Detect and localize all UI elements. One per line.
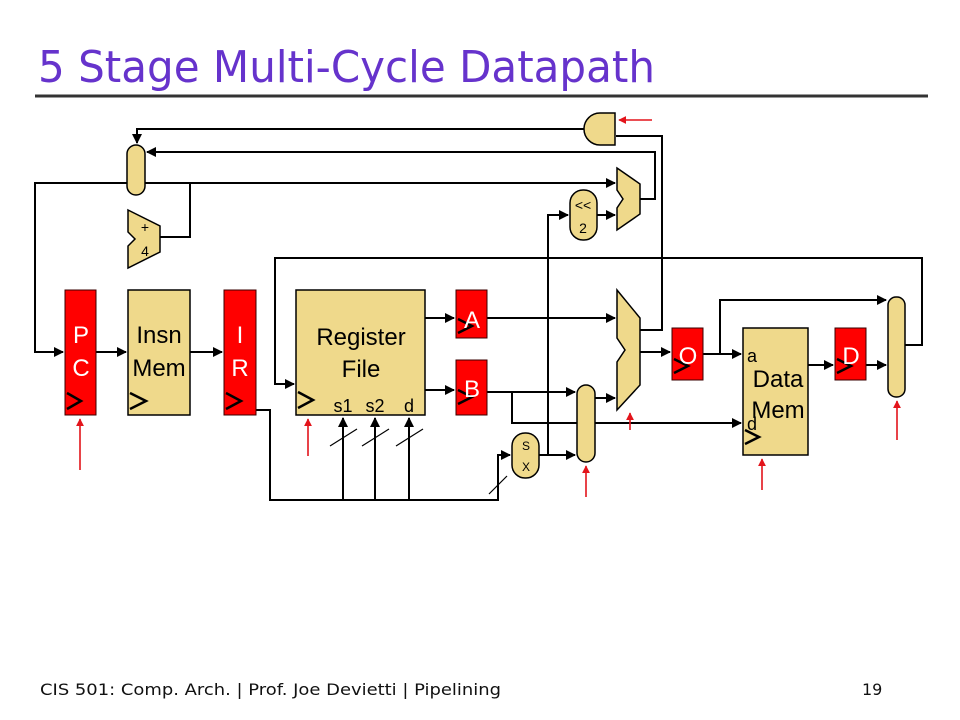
b-clock-icon — [457, 388, 475, 406]
b-register-label: B — [464, 376, 480, 403]
register-file-label-line1: Register — [316, 324, 405, 351]
slide-title: 5 Stage Multi-Cycle Datapath — [38, 42, 655, 93]
wire-sx-to-shift — [547, 210, 569, 455]
data-mem-port-d: d — [747, 414, 757, 434]
regfile-port-d: d — [404, 396, 414, 416]
insn-mem-label-line1: Insn — [136, 322, 181, 349]
branch-and-gate — [583, 112, 616, 146]
pc-adder — [127, 208, 161, 270]
sign-extend-unit — [511, 432, 540, 479]
insn-mem-label-line2: Mem — [132, 355, 185, 382]
bus-slash-imm — [488, 475, 508, 495]
a-register-label: A — [464, 307, 480, 334]
b-register — [455, 359, 488, 416]
data-mem-label-line1: Data — [753, 366, 804, 393]
datapath-labels: P C Insn Mem I R Register File s1 s2 d A… — [72, 197, 859, 474]
o-register-label: O — [679, 343, 698, 370]
footer-text: CIS 501: Comp. Arch. | Prof. Joe Deviett… — [40, 680, 501, 699]
wire-pc-adder-out — [160, 183, 191, 238]
regfile-clock-icon — [297, 390, 316, 410]
wire-ir-to-sx — [256, 409, 511, 501]
pc-label-line2: C — [72, 355, 89, 382]
insn-mem-clock-icon — [129, 391, 149, 411]
wire-branch-target-to-pc-mux — [146, 147, 656, 200]
b-mux — [576, 384, 596, 463]
d-clock-icon — [836, 357, 854, 375]
pc-mux — [126, 144, 146, 196]
insn-mem-block — [127, 289, 191, 416]
bus-slash-d — [395, 428, 424, 447]
register-file-label-line2: File — [342, 356, 381, 383]
wire-writeback-to-regfile — [274, 257, 923, 389]
regfile-port-s1: s1 — [333, 396, 352, 416]
a-register — [455, 289, 488, 339]
data-mem-label-line2: Mem — [751, 397, 804, 424]
clock-indicators — [66, 317, 854, 446]
shifter-label-line2: 2 — [579, 220, 587, 236]
page-number: 19 — [862, 680, 882, 699]
sign-extend-label-line2: X — [522, 460, 530, 474]
alu — [616, 287, 641, 412]
d-register-label: D — [842, 343, 859, 370]
datapath-wires — [34, 128, 923, 501]
bus-slash-s1 — [329, 428, 358, 447]
pc-label-line1: P — [73, 322, 89, 349]
ir-label-line2: R — [231, 355, 248, 382]
ir-label-line1: I — [237, 322, 244, 349]
shifter-label-line1: << — [575, 197, 591, 213]
ir-clock-icon — [225, 391, 244, 411]
data-mem-clock-icon — [744, 428, 762, 446]
wire-branch-gate-to-pc-mux-select — [132, 128, 584, 144]
bus-slash-s2 — [361, 428, 390, 447]
shift-left-unit — [569, 189, 598, 241]
wire-o-to-wb-mux — [719, 295, 887, 354]
writeback-mux — [887, 296, 906, 398]
wire-alu-zero-to-branch-gate — [616, 135, 663, 331]
control-signals — [76, 116, 901, 497]
ir-register — [223, 289, 257, 416]
pc-clock-icon — [66, 391, 84, 411]
wire-b-to-datamem — [511, 392, 742, 428]
register-file-block — [295, 289, 426, 416]
wire-pc-mux-to-pc — [34, 182, 127, 357]
data-mem-port-a: a — [747, 346, 758, 366]
o-clock-icon — [673, 357, 691, 375]
pc-adder-label-line2: 4 — [141, 243, 149, 259]
a-clock-icon — [457, 317, 475, 335]
branch-target-adder — [616, 166, 641, 232]
pc-register — [64, 289, 97, 416]
pc-adder-label-line1: + — [141, 219, 149, 235]
sign-extend-label-line1: S — [522, 439, 530, 453]
regfile-port-s2: s2 — [365, 396, 384, 416]
